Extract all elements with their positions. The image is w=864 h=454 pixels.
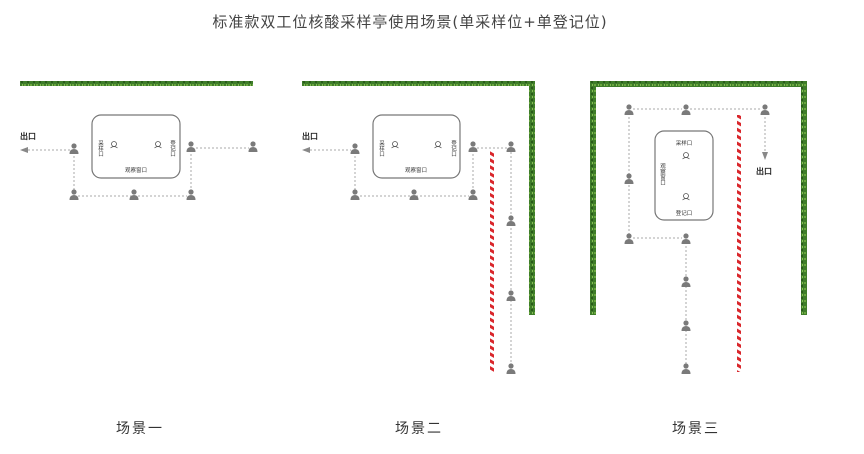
exit-label: 出口 — [756, 166, 772, 176]
scene-3: 出口 采样口 登记口 观察窗口 场景三 — [590, 81, 807, 437]
exit-arrow-icon — [302, 147, 310, 153]
register-window-label: 登记口 — [450, 139, 457, 158]
green-wall — [20, 81, 253, 86]
scene-1: 出口 采样口 登记口 观察窗口 场景一 — [20, 81, 258, 437]
scene-2: 出口 采样口 登记口 观察窗口 场景二 — [302, 81, 535, 437]
green-wall — [302, 81, 535, 86]
exit-label: 出口 — [20, 131, 36, 141]
sampling-window-label: 采样口 — [378, 139, 385, 158]
green-wall — [529, 81, 535, 315]
green-wall — [590, 81, 807, 87]
sampling-booth — [372, 114, 461, 179]
queue-rope — [490, 150, 494, 372]
exit-arrow-icon — [762, 152, 768, 160]
queue-rope — [737, 115, 741, 372]
register-window-label: 登记口 — [676, 209, 693, 217]
sampling-booth — [91, 114, 181, 179]
observation-window-label: 观察窗口 — [405, 166, 427, 174]
green-wall — [590, 81, 596, 315]
register-window-label: 登记口 — [169, 139, 176, 158]
sampling-window-label: 采样口 — [97, 139, 104, 158]
sampling-window-label: 采样口 — [676, 139, 693, 147]
green-wall — [801, 81, 807, 315]
scene-caption: 场景二 — [395, 421, 443, 437]
scene-caption: 场景一 — [116, 421, 164, 437]
observation-window-label: 观察窗口 — [659, 163, 666, 187]
diagram-title: 标准款双工位核酸采样亭使用场景(单采样位+单登记位) — [212, 13, 607, 31]
scene-caption: 场景三 — [672, 421, 720, 437]
exit-arrow-icon — [20, 147, 28, 153]
observation-window-label: 观察窗口 — [125, 166, 147, 174]
exit-label: 出口 — [302, 131, 318, 141]
sampling-booth — [654, 130, 714, 221]
